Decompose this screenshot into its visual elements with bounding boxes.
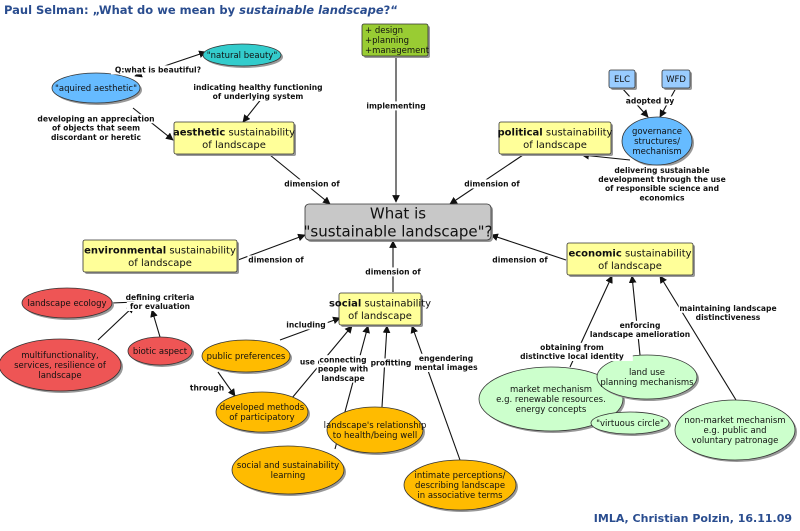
link-label-implementing: implementing [366, 102, 425, 111]
link-label-through: through [190, 384, 224, 393]
node-land-use [596, 354, 699, 401]
node-public-preferences-text: public preferences [207, 352, 286, 362]
link-label-q-beautiful: Q:what is beautiful? [115, 66, 201, 75]
node-multifunctionality-text: multifunctionality,services, resilience … [14, 351, 107, 381]
link-arrow [628, 275, 641, 356]
node-multifunctionality [0, 338, 123, 393]
node-biotic-text: biotic aspect [133, 347, 188, 357]
node-intimate [403, 459, 518, 512]
node-virtuous-text: "virtuous circle" [596, 419, 664, 429]
node-market [478, 366, 625, 433]
node-intimate-text: intimate perceptions/describing landscap… [414, 471, 505, 501]
node-center [304, 203, 493, 242]
node-elc [608, 69, 637, 90]
node-non-market [674, 399, 797, 462]
title-question-end: ?“ [383, 3, 398, 17]
link-label-use-of: use of [300, 358, 327, 367]
node-political [498, 121, 613, 156]
node-public-preferences [201, 339, 292, 374]
node-acquired-aesthetic [51, 72, 142, 105]
title-emphasis: sustainable landscape [239, 3, 384, 17]
node-center-text: What is"sustainable landscape"? [304, 204, 493, 240]
node-design-text: + design+planning+management [365, 26, 430, 56]
node-governance [621, 116, 694, 167]
node-social [338, 292, 423, 327]
title-question: What do we mean by [98, 3, 240, 17]
node-biotic [127, 336, 194, 367]
link-label-dim-aesthetic: dimension of [284, 180, 340, 189]
node-health [326, 406, 425, 455]
link-arrow [217, 371, 236, 397]
node-virtuous [590, 411, 671, 436]
node-wfd [661, 69, 692, 90]
link-label-dim-social: dimension of [365, 268, 421, 277]
link-label-including: including [286, 321, 325, 330]
node-wfd-text: WFD [666, 75, 686, 85]
footer-credit: IMLA, Christian Polzin, 16.11.09 [593, 512, 792, 525]
title-author: Paul Selman: „ [4, 3, 99, 17]
node-landscape-ecology-text: landscape ecology [27, 299, 106, 309]
node-environmental [82, 239, 239, 274]
page-title: Paul Selman: „What do we mean by sustain… [4, 3, 398, 17]
node-elc-text: ELC [614, 75, 630, 85]
link-label-dim-economic: dimension of [492, 256, 548, 265]
link-arrow [410, 325, 461, 461]
node-natural-beauty [202, 43, 283, 68]
node-design [361, 23, 430, 58]
link-label-profitting: profitting [371, 359, 412, 368]
node-landscape-ecology [21, 287, 114, 320]
node-social-learning [231, 445, 346, 496]
link-arrow [132, 107, 174, 141]
link-label-dim-environmental: dimension of [248, 256, 304, 265]
node-aesthetic [173, 121, 296, 156]
link-arrow [150, 309, 161, 338]
link-arrow [490, 233, 567, 261]
node-developed-methods [215, 391, 310, 434]
link-label-dim-political: dimension of [464, 180, 520, 189]
node-natural-beauty-text: "natural beauty" [207, 51, 278, 61]
node-economic [566, 242, 695, 277]
link-label-adopted: adopted by [626, 97, 675, 106]
link-arrow [97, 305, 135, 341]
link-arrow [659, 275, 737, 401]
link-arrow [569, 275, 613, 368]
node-acquired-aesthetic-text: "aquired aesthetic" [55, 84, 137, 94]
